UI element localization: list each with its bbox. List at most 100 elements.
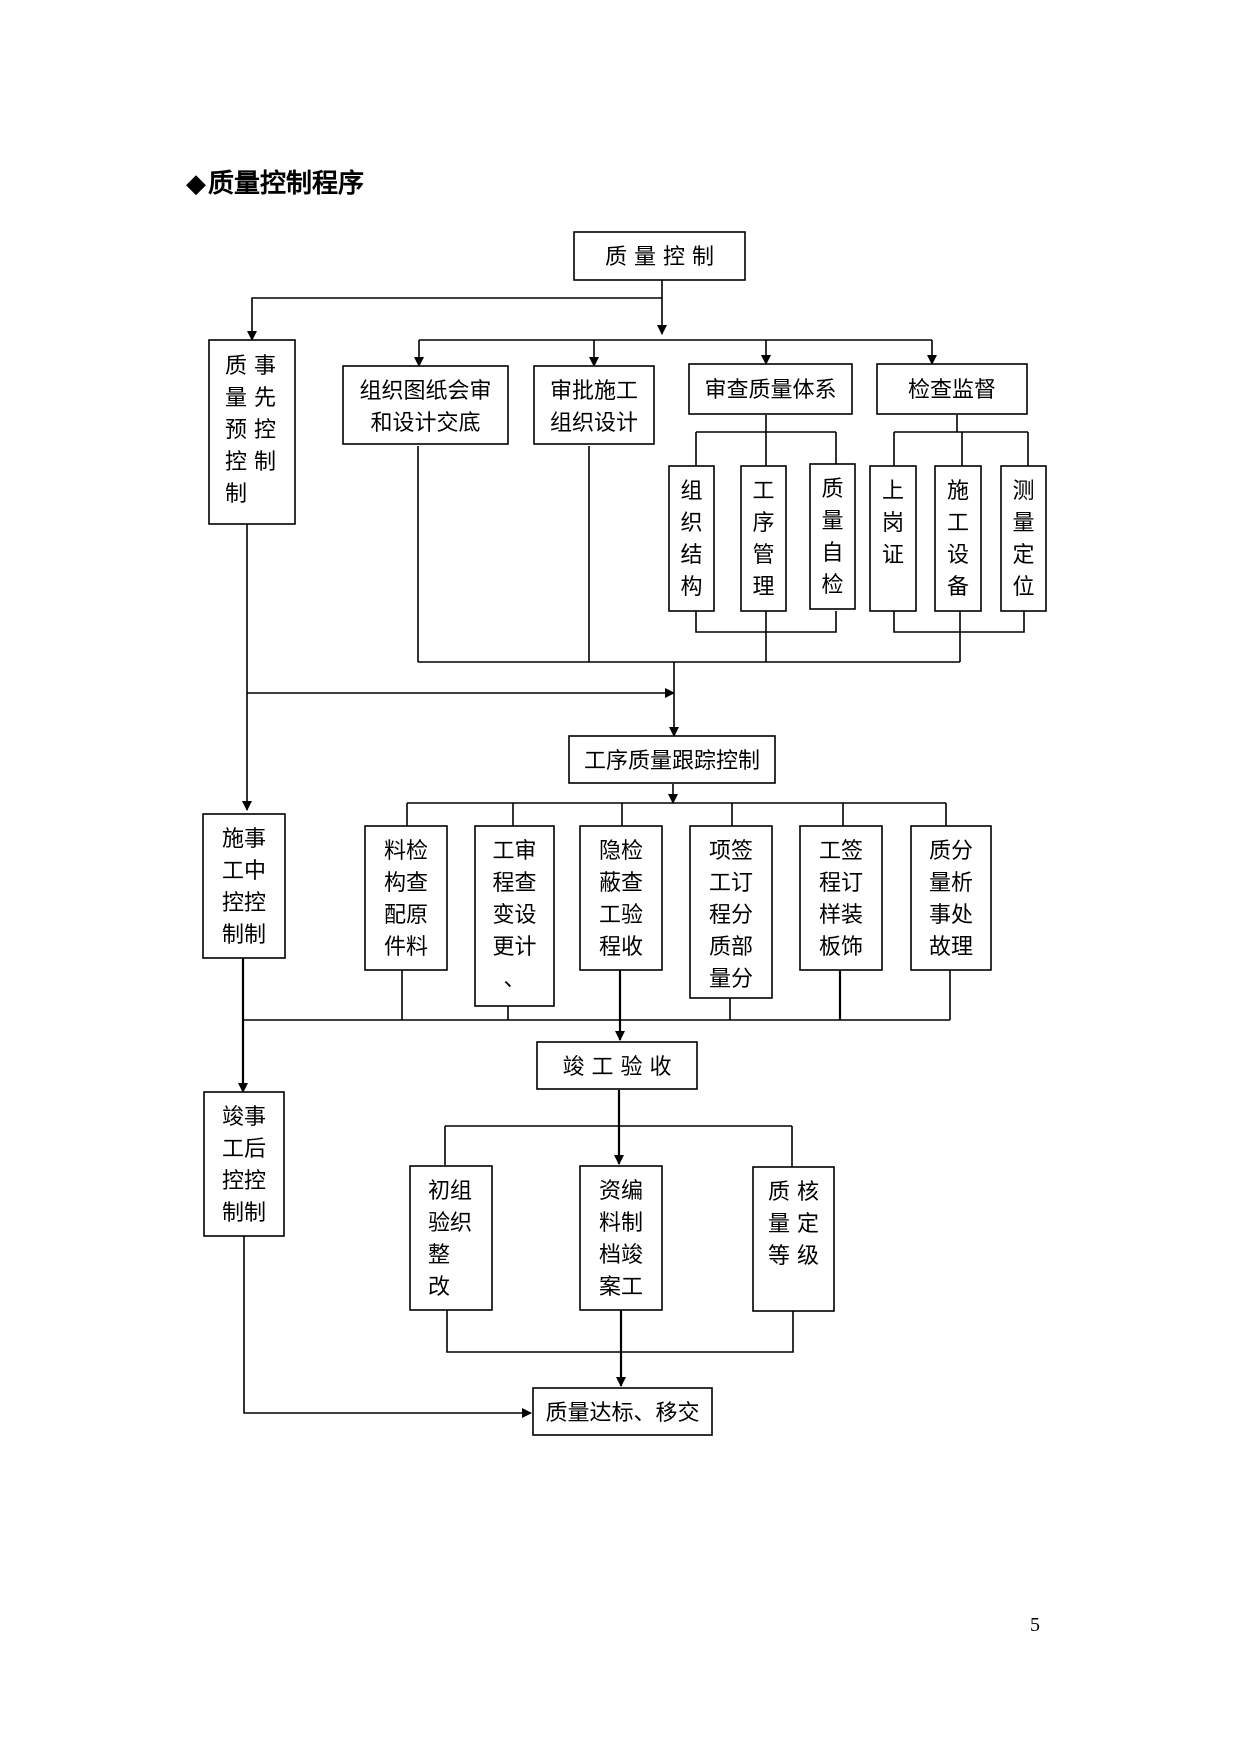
node-inspect-supervise: 检查监督: [876, 363, 1028, 415]
label-initial-4: 改: [428, 1275, 450, 1300]
label-grade-1: 质 核: [768, 1180, 819, 1205]
heading-text: 质量控制程序: [208, 169, 365, 199]
label-post-control-3: 控控: [222, 1169, 266, 1194]
node-quality-grade: 质 核 量 定 等 级: [752, 1166, 835, 1312]
node-drawing-review: 组织图纸会审 和设计交底: [342, 365, 509, 445]
node-pre-control: 质 事 量 先 预 控 控 制 制: [208, 339, 296, 525]
node-material-inspection: 料检 构查 配原 件料: [364, 825, 448, 971]
label-quality-control: 质 量 控 制: [605, 245, 714, 270]
diamond-bullet-icon: ◆: [186, 169, 206, 199]
node-ins-survey: 测 量 定 位: [1000, 465, 1047, 612]
label-accident-3: 事处: [929, 903, 973, 928]
label-post-control-4: 制制: [222, 1201, 266, 1226]
label-qs-process-3: 管: [752, 543, 774, 568]
node-process-tracking: 工序质量跟踪控制: [568, 735, 776, 784]
label-qs-process-4: 理: [752, 575, 774, 600]
label-post-control-2: 工后: [222, 1137, 266, 1162]
label-mid-control-4: 制制: [222, 923, 266, 948]
label-material-4: 件料: [384, 935, 428, 960]
node-archive-records: 资编 料制 档竣 案工: [579, 1165, 663, 1311]
node-quality-system: 审查质量体系: [688, 363, 853, 415]
label-approve-design-line-2: 组织设计: [550, 411, 638, 436]
label-sample-3: 样装: [819, 903, 863, 928]
node-ins-certificate: 上 岗 证: [869, 465, 917, 612]
node-concealed-works: 隐检 蔽查 工验 程收: [579, 825, 663, 971]
node-subitem-quality: 项签 工订 程分 质部 量分: [689, 825, 773, 999]
label-archive-2: 料制: [599, 1211, 643, 1236]
label-qs-selfcheck-4: 检: [821, 573, 843, 598]
label-pre-control-line-2: 量 先: [225, 386, 276, 411]
label-change-3: 变设: [492, 903, 536, 928]
label-ins-equipment-4: 备: [947, 575, 969, 600]
node-qs-selfcheck: 质 量 自 检: [809, 463, 856, 610]
label-qs-organization-4: 构: [680, 575, 702, 600]
label-inspect-supervise: 检查监督: [908, 378, 996, 403]
label-archive-4: 案工: [599, 1275, 643, 1300]
label-ins-equipment-2: 工: [947, 511, 969, 536]
node-design-change: 工审 程查 变设 更计 、: [474, 825, 555, 1007]
node-accident-analysis: 质分 量析 事处 故理: [910, 825, 992, 971]
label-concealed-3: 工验: [599, 903, 643, 928]
label-mid-control-2: 工中: [222, 859, 266, 884]
label-material-3: 配原: [384, 903, 428, 928]
label-ins-survey-4: 位: [1012, 575, 1034, 600]
label-sample-4: 板饰: [819, 935, 863, 960]
label-ins-certificate-1: 上: [882, 479, 904, 504]
label-material-1: 料检: [384, 839, 428, 864]
label-pre-control-line-3: 预 控: [225, 418, 276, 443]
label-archive-1: 资编: [599, 1179, 643, 1204]
label-mid-control-1: 施事: [222, 827, 266, 852]
label-qs-organization-3: 结: [680, 543, 702, 568]
label-completion-acceptance: 竣 工 验 收: [563, 1055, 672, 1080]
label-pre-control-line-4: 控 制: [225, 450, 276, 475]
label-initial-2: 验织: [428, 1211, 472, 1236]
label-ins-survey-3: 定: [1012, 543, 1034, 568]
label-subitem-2: 工订: [709, 871, 753, 896]
label-qs-organization-1: 组: [680, 479, 702, 504]
label-process-tracking: 工序质量跟踪控制: [584, 749, 760, 774]
label-qs-organization-2: 织: [680, 511, 702, 536]
label-subitem-3: 程分: [709, 903, 753, 928]
label-qs-selfcheck-3: 自: [821, 541, 843, 566]
label-drawing-review-line-1: 组织图纸会审: [359, 379, 491, 404]
label-grade-2: 量 定: [768, 1212, 819, 1237]
label-ins-certificate-2: 岗: [882, 511, 904, 536]
label-grade-3: 等 级: [768, 1244, 819, 1269]
label-concealed-2: 蔽查: [599, 871, 643, 896]
node-mid-control: 施事 工中 控控 制制: [202, 813, 286, 959]
label-mid-control-3: 控控: [222, 891, 266, 916]
node-quality-handover: 质量达标、移交: [532, 1387, 713, 1436]
label-accident-2: 量析: [929, 871, 973, 896]
label-qs-process-1: 工: [752, 479, 774, 504]
label-pre-control-line-1: 质 事: [225, 354, 276, 379]
label-change-1: 工审: [492, 839, 536, 864]
label-change-2: 程查: [492, 871, 536, 896]
section-heading: ◆质量控制程序: [186, 164, 364, 204]
label-quality-system: 审查质量体系: [704, 378, 836, 403]
label-ins-equipment-1: 施: [947, 479, 969, 504]
connectors: [238, 280, 1029, 1418]
node-qs-process: 工 序 管 理: [740, 465, 787, 612]
node-completion-acceptance: 竣 工 验 收: [536, 1041, 698, 1090]
node-qs-organization: 组 织 结 构: [668, 465, 715, 612]
label-concealed-1: 隐检: [599, 839, 643, 864]
label-subitem-4: 质部: [709, 935, 753, 960]
label-change-5: 、: [503, 967, 525, 992]
label-concealed-4: 程收: [599, 935, 643, 960]
label-accident-4: 故理: [929, 935, 973, 960]
label-initial-3: 整: [428, 1243, 450, 1268]
label-approve-design-line-1: 审批施工: [550, 379, 638, 404]
node-initial-inspection: 初组 验织 整 改: [409, 1165, 493, 1311]
node-post-control: 竣事 工后 控控 制制: [203, 1091, 285, 1237]
label-pre-control-line-5: 制: [225, 482, 247, 507]
node-approve-design: 审批施工 组织设计: [533, 365, 655, 445]
label-sample-2: 程订: [819, 871, 863, 896]
label-qs-selfcheck-1: 质: [821, 477, 843, 502]
label-ins-survey-1: 测: [1012, 479, 1034, 504]
label-subitem-5: 量分: [709, 967, 753, 992]
label-ins-certificate-3: 证: [882, 543, 904, 568]
label-subitem-1: 项签: [709, 839, 753, 864]
node-sample-board: 工签 程订 样装 板饰: [799, 825, 883, 971]
